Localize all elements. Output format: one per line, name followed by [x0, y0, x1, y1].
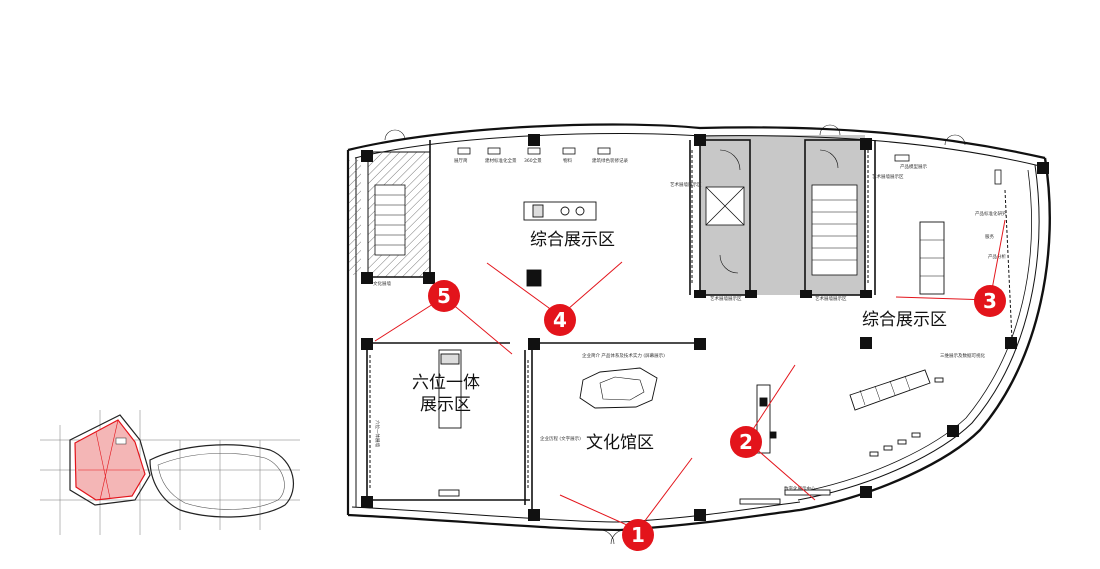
caption-s9: 艺术展墙展示区 [872, 173, 904, 180]
caption-s10: 产品模型展示 [900, 163, 927, 170]
key-plan [40, 410, 300, 535]
marker-2-label: 2 [739, 430, 753, 454]
caption-s16: 产品分析 [988, 253, 1006, 260]
display-table-right [849, 369, 931, 411]
culture-centerpiece [579, 367, 658, 409]
caption-s3: 360全景 [524, 157, 542, 164]
zone-label-six-in-one-line1: 六位一体 [412, 373, 480, 393]
caption-s8: 艺术展墙展示区 [815, 295, 847, 302]
caption-s6: 艺术展墙展示区 [670, 181, 702, 188]
caption-s1: 展厅简 [454, 157, 468, 164]
marker-3-label: 3 [983, 289, 997, 313]
marker-1-label: 1 [631, 523, 645, 547]
marker-3: 3 [974, 285, 1006, 317]
caption-s4: 物料 [563, 157, 572, 164]
caption-s7: 艺术展墙展示区 [710, 295, 742, 302]
marker-4-label: 4 [553, 308, 567, 332]
caption-s5: 建筑绿色装修记录 [592, 157, 628, 164]
zone-label-six-in-one-line2: 展示区 [420, 395, 471, 415]
caption-s12: 企业历程 (文字展示) [540, 435, 581, 442]
zone-label-general-right: 综合展示区 [862, 310, 947, 330]
main-plan: 展厅简 建材标准化全景 360全景 物料 建筑绿色装修记录 艺术展墙展示区 艺术… [346, 123, 1051, 551]
caption-s13: 三维展示及数据可视化 [940, 352, 985, 359]
marker-1: 1 [622, 519, 654, 551]
zone-label-general-top: 综合展示区 [530, 230, 615, 250]
caption-s19: 六位一体展墙 [374, 420, 381, 447]
structural-columns [361, 134, 1049, 521]
caption-s2: 建材标准化全景 [485, 157, 517, 164]
zone-label-culture: 文化馆区 [586, 433, 654, 453]
marker-2: 2 [730, 426, 762, 458]
caption-s14: 产品标准化研究 [975, 210, 1007, 217]
marker-5-label: 5 [437, 284, 451, 308]
key-plan-highlight [74, 419, 146, 501]
caption-s18: 文化展墙 [373, 280, 391, 287]
caption-s17: 数字化展示中心 [784, 485, 816, 492]
caption-s15: 服务 [985, 233, 994, 240]
marker-4: 4 [544, 304, 576, 336]
marker-5: 5 [428, 280, 460, 312]
caption-s11: 企业简介 产品体系及技术实力 (屏幕展示) [582, 352, 665, 359]
